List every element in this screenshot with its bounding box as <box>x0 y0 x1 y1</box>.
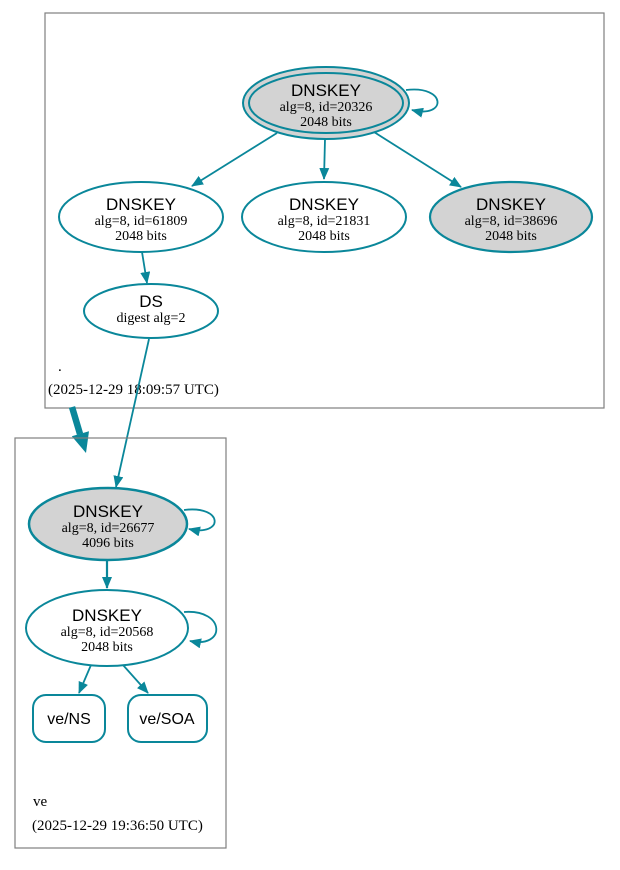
delegation-arrow-root-to-ve <box>68 406 89 453</box>
ve-zone-box <box>14 437 227 849</box>
node-label: DNSKEY <box>289 195 359 214</box>
ve-zone-timestamp: (2025-12-29 19:36:50 UTC) <box>32 818 203 834</box>
edge-ve-zsk-to-soa <box>122 664 149 694</box>
node-ve-dnskey-26677[interactable]: DNSKEY alg=8, id=26677 4096 bits <box>27 486 189 562</box>
node-detail: digest alg=2 <box>117 311 186 326</box>
node-root-dnskey-20326[interactable]: DNSKEY alg=8, id=20326 2048 bits <box>242 66 410 140</box>
node-label: DNSKEY <box>291 81 361 100</box>
node-label: DNSKEY <box>476 195 546 214</box>
node-label: DS <box>139 292 163 311</box>
root-zone-timestamp: (2025-12-29 18:09:57 UTC) <box>48 382 219 398</box>
node-label: DNSKEY <box>73 502 143 521</box>
ve-zone-name: ve <box>33 794 48 810</box>
zsk1-ellipse <box>58 181 224 253</box>
edge-zsk1-to-ds <box>140 251 151 284</box>
node-root-dnskey-61809[interactable]: DNSKEY alg=8, id=61809 2048 bits <box>58 181 224 253</box>
edge-ve-zsk-to-ns <box>78 664 92 694</box>
node-ds-ve[interactable]: DS digest alg=2 <box>83 283 219 339</box>
zsk3-ellipse <box>428 180 594 254</box>
edge-root-ksk-to-zsk1 <box>191 132 278 187</box>
node-ve-soa-rrset[interactable]: ve/SOA <box>127 694 208 743</box>
node-bits: 4096 bits <box>82 536 134 551</box>
node-detail: alg=8, id=26677 <box>62 521 155 536</box>
node-root-dnskey-38696[interactable]: DNSKEY alg=8, id=38696 2048 bits <box>428 180 594 254</box>
root-ksk-inner-ellipse <box>248 72 404 134</box>
edge-ds-to-ve-ksk <box>113 338 150 488</box>
node-bits: 2048 bits <box>298 229 350 244</box>
root-zone-box <box>44 12 605 409</box>
node-detail: alg=8, id=61809 <box>95 214 188 229</box>
node-label: DNSKEY <box>72 606 142 625</box>
node-bits: 2048 bits <box>485 229 537 244</box>
self-loop-root-ksk <box>405 88 439 118</box>
node-bits: 2048 bits <box>300 115 352 130</box>
rrset-label: ve/NS <box>47 711 91 728</box>
ve-zsk-ellipse <box>25 589 189 667</box>
edge-root-ksk-to-zsk3 <box>373 131 462 188</box>
node-bits: 2048 bits <box>115 229 167 244</box>
root-ksk-outer-ellipse <box>242 66 410 140</box>
ds-ellipse <box>83 283 219 339</box>
node-label: DNSKEY <box>106 195 176 214</box>
node-ve-dnskey-20568[interactable]: DNSKEY alg=8, id=20568 2048 bits <box>25 589 189 667</box>
root-zone-name: . <box>58 359 62 375</box>
ve-zone-cluster: DNSKEY alg=8, id=26677 4096 bits DNSKEY … <box>14 437 227 849</box>
delegation-arrow-shaft <box>68 406 84 435</box>
node-bits: 2048 bits <box>81 640 133 655</box>
rrset-label: ve/SOA <box>139 711 194 728</box>
node-detail: alg=8, id=20326 <box>280 100 373 115</box>
root-zone-cluster: DNSKEY alg=8, id=20326 2048 bits DNSKEY … <box>44 12 605 409</box>
node-root-dnskey-21831[interactable]: DNSKEY alg=8, id=21831 2048 bits <box>241 181 407 253</box>
ve-soa-box <box>127 694 208 743</box>
ve-ns-box <box>32 694 106 743</box>
node-ve-ns-rrset[interactable]: ve/NS <box>32 694 106 743</box>
node-detail: alg=8, id=20568 <box>61 625 154 640</box>
delegation-arrowhead <box>71 431 89 453</box>
node-detail: alg=8, id=21831 <box>278 214 371 229</box>
self-loop-ve-zsk <box>183 611 218 649</box>
ve-ksk-ellipse <box>27 486 189 562</box>
node-detail: alg=8, id=38696 <box>465 214 558 229</box>
zsk2-ellipse <box>241 181 407 253</box>
self-loop-ve-ksk <box>183 508 216 537</box>
edge-root-ksk-to-zsk2 <box>319 138 330 180</box>
